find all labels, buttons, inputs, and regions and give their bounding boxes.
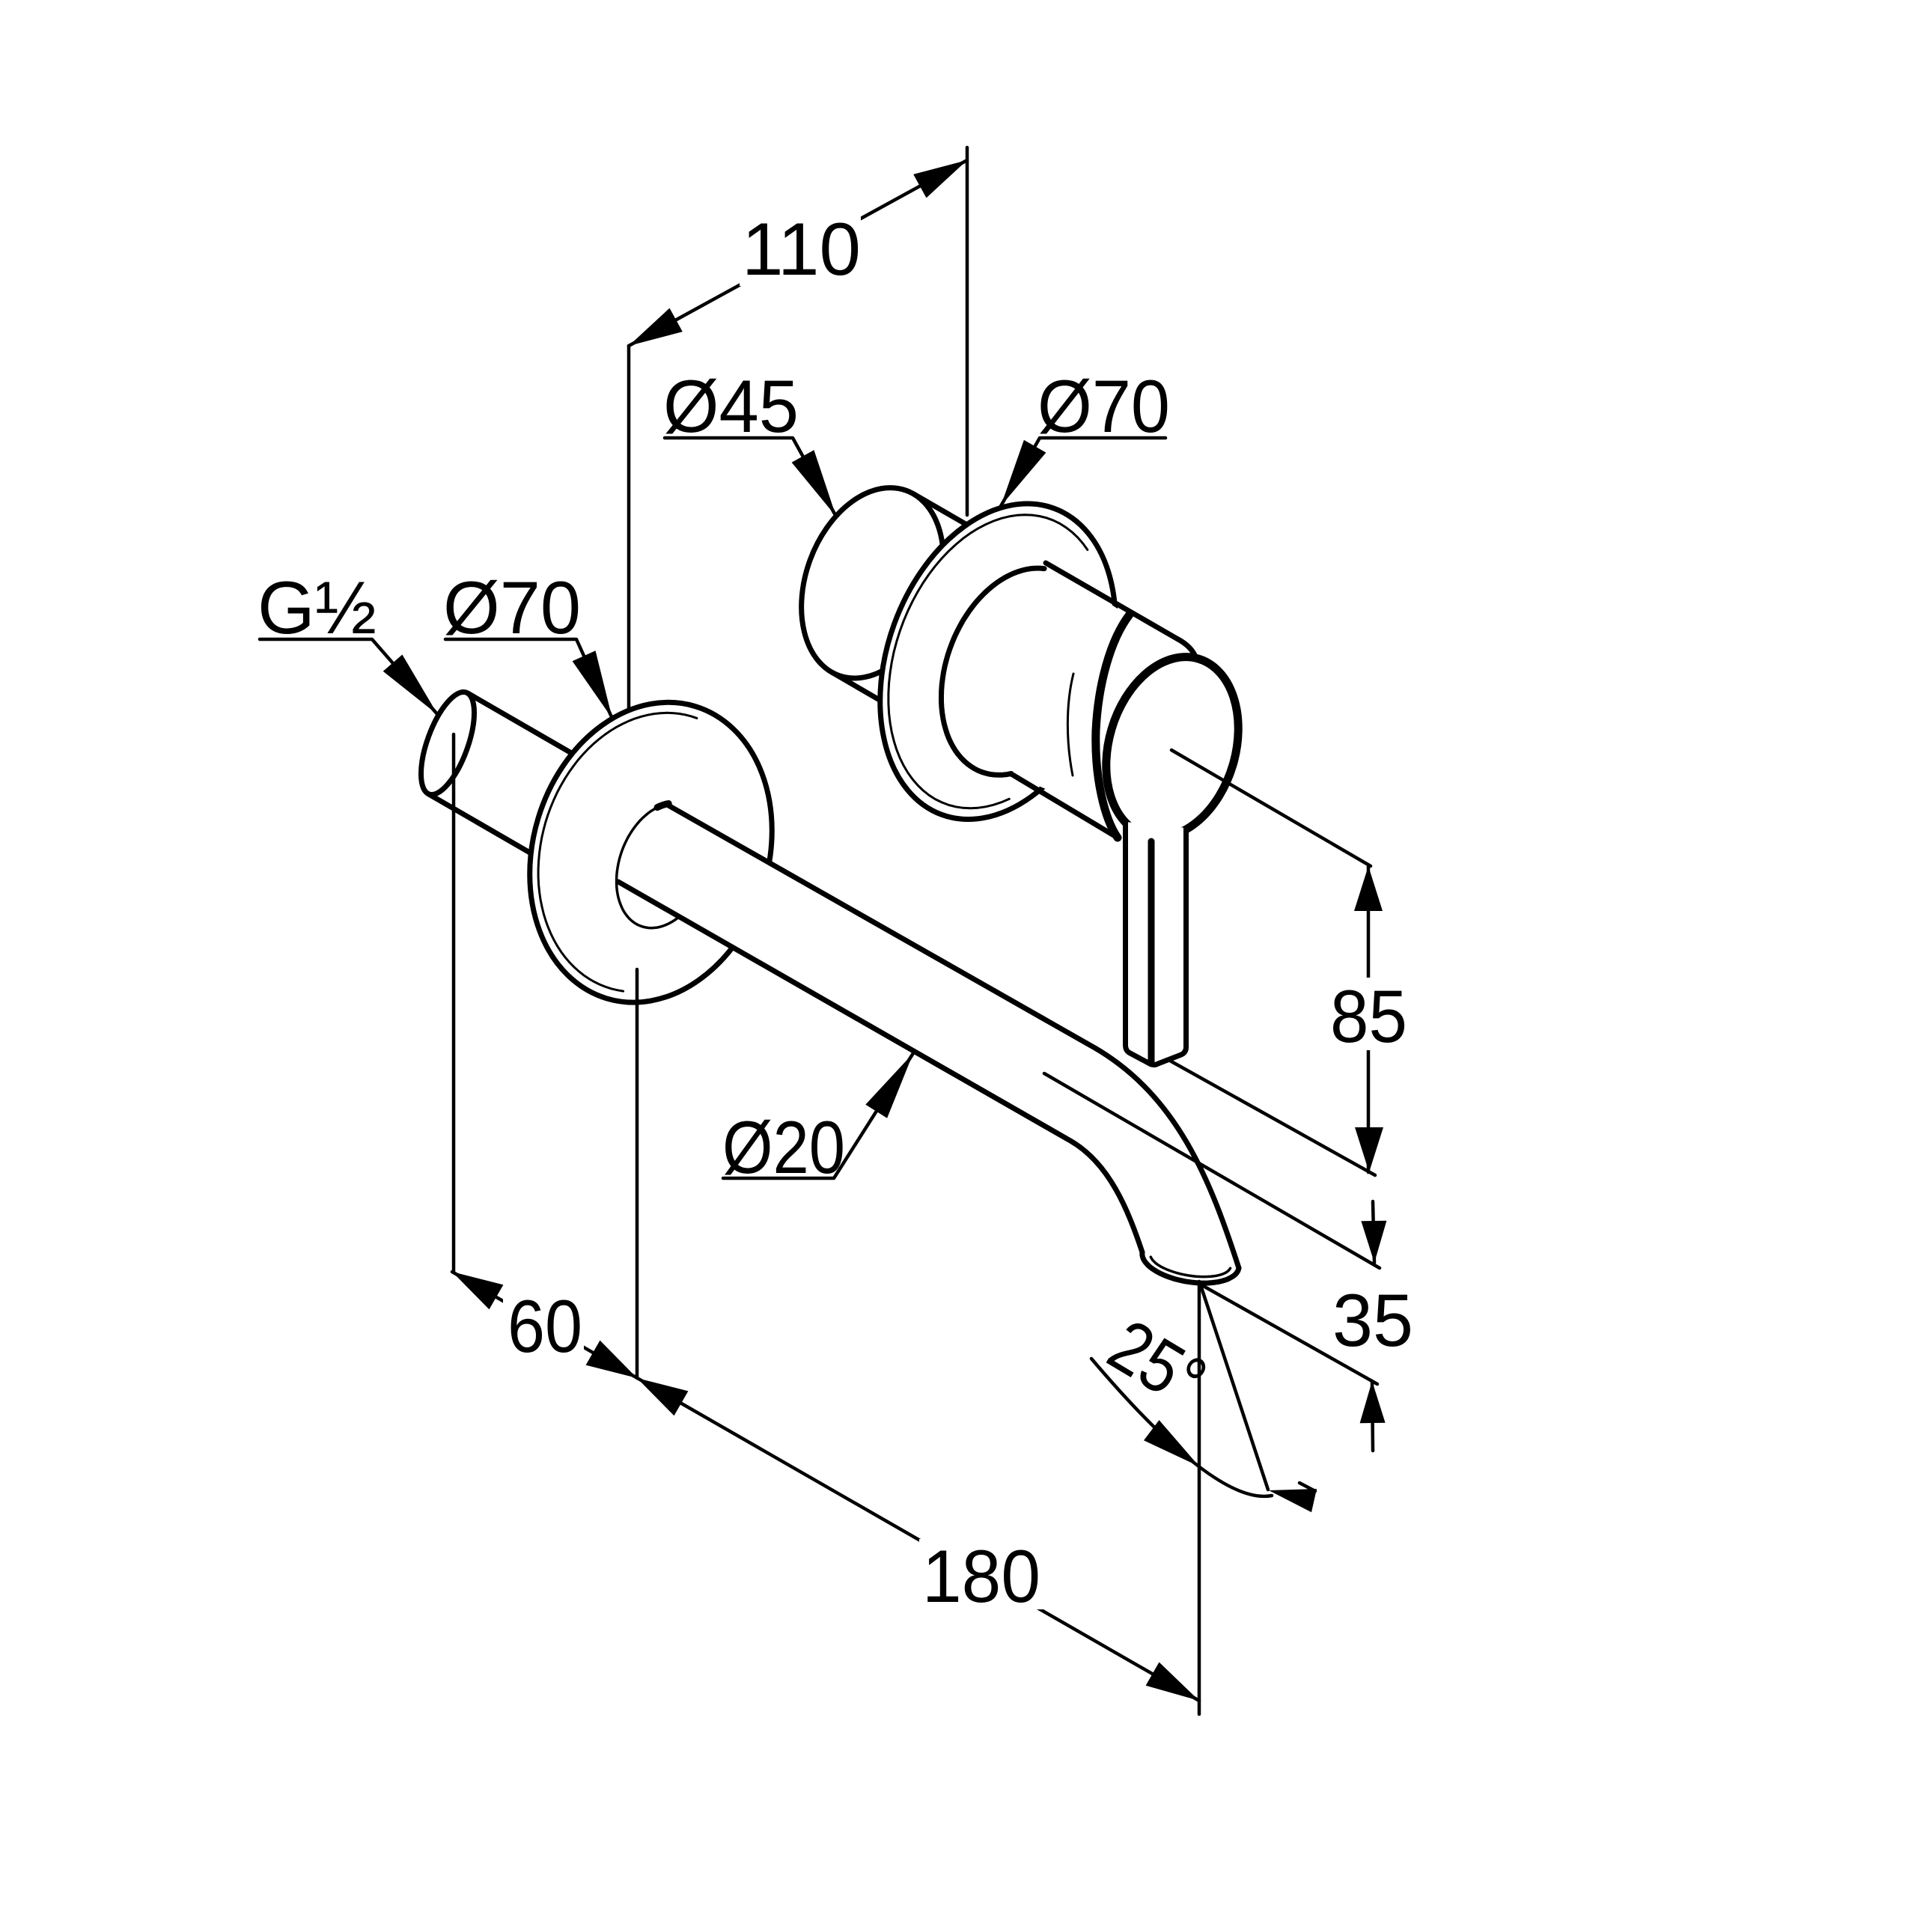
svg-text:35: 35 xyxy=(1332,1279,1413,1362)
svg-text:Ø45: Ø45 xyxy=(663,365,799,448)
svg-text:Ø70: Ø70 xyxy=(1037,365,1170,448)
svg-text:110: 110 xyxy=(742,207,861,290)
svg-text:G½: G½ xyxy=(258,566,377,649)
svg-text:85: 85 xyxy=(1330,975,1407,1058)
svg-text:180: 180 xyxy=(922,1535,1040,1618)
svg-text:Ø20: Ø20 xyxy=(722,1106,845,1189)
svg-text:60: 60 xyxy=(508,1285,582,1368)
svg-text:Ø70: Ø70 xyxy=(443,566,581,649)
